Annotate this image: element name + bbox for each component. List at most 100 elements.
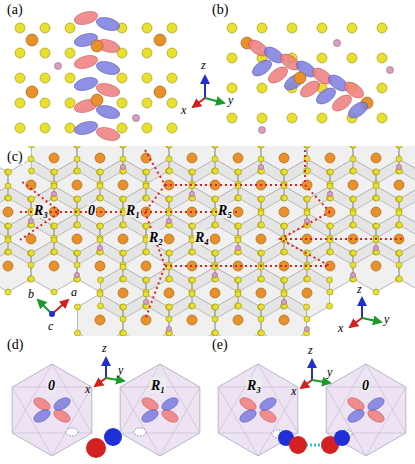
sulfur-atom [74, 330, 80, 336]
sulfur-atom [143, 277, 149, 283]
ligand-atom [373, 245, 378, 250]
p-orbital-negative [104, 428, 122, 446]
orbital-lobe-positive [73, 9, 99, 27]
sulfur-atom [15, 73, 25, 83]
sulfur-atom [212, 316, 218, 322]
p-orbital-negative [334, 430, 350, 446]
orbital-lobe-negative [366, 395, 387, 413]
octahedron-edge [52, 387, 92, 456]
sulfur-atom [15, 23, 25, 33]
sulfur-atom [373, 169, 379, 175]
sulfur-atom [143, 249, 149, 255]
sulfur-atom [227, 113, 237, 123]
sulfur-atom [51, 169, 57, 175]
sulfur-atom [373, 223, 379, 229]
sulfur-atom [40, 123, 50, 133]
axis-arrow [361, 298, 363, 318]
sulfur-atom [28, 156, 34, 162]
metal-atom [95, 153, 105, 163]
ligand-atom [51, 191, 56, 196]
orbital-lobe-negative [73, 119, 99, 137]
sulfur-atom [258, 196, 264, 202]
orbital-lobe-negative [73, 75, 99, 93]
octahedron-edge [12, 433, 92, 434]
sulfur-atom [143, 277, 149, 283]
sulfur-atom [189, 303, 195, 309]
axis-label: y [384, 313, 389, 326]
sulfur-atom [212, 330, 218, 336]
sulfur-atom [166, 276, 172, 282]
sulfur-atom [396, 156, 402, 162]
sulfur-atom [304, 146, 310, 148]
panel-label: (a) [6, 2, 24, 17]
sulfur-atom [15, 48, 25, 58]
metal-atom [164, 234, 174, 244]
sulfur-atom [120, 222, 126, 228]
octahedron-edge [366, 364, 406, 433]
sulfur-atom [5, 249, 11, 255]
sulfur-atom [258, 210, 264, 216]
metal-atom [233, 315, 243, 325]
octahedron [31, 240, 76, 292]
sulfur-atom [120, 276, 126, 282]
sulfur-atom [258, 276, 264, 282]
sulfur-atom [304, 196, 310, 202]
ligand-atom [235, 245, 240, 250]
octahedron-edge [326, 364, 366, 433]
octahedron-edge [218, 364, 258, 433]
octahedron-edge [366, 387, 406, 456]
axis-arrow [106, 378, 124, 381]
sulfur-atom [258, 222, 264, 228]
sulfur-atom [235, 195, 241, 201]
sulfur-atom [143, 223, 149, 229]
sulfur-atom [281, 223, 287, 229]
sulfur-atom [5, 183, 11, 189]
sulfur-atom [120, 316, 126, 322]
sulfur-atom [74, 146, 80, 148]
sulfur-atom [166, 168, 172, 174]
axis-label: c [48, 320, 53, 333]
sulfur-atom [97, 237, 103, 243]
exchange-path [306, 444, 322, 447]
sulfur-atom [120, 264, 126, 270]
octahedron [77, 294, 122, 336]
sulfur-atom [28, 250, 34, 256]
site-label: R₃ [33, 203, 49, 218]
panel-a [15, 9, 177, 143]
sulfur-atom [5, 169, 11, 175]
sulfur-atom [51, 237, 57, 243]
sulfur-atom [167, 98, 177, 108]
axis-label: y [327, 366, 332, 379]
sulfur-atom [28, 168, 34, 174]
metal-atom [154, 86, 166, 98]
sulfur-atom [317, 53, 327, 63]
sulfur-atom [166, 146, 172, 148]
ligand-atom [166, 218, 171, 223]
sulfur-atom [117, 98, 127, 108]
axis-label: a [71, 286, 77, 299]
sulfur-atom [327, 169, 333, 175]
metal-atom [141, 153, 151, 163]
bond-path [305, 150, 330, 212]
orbital-lobe-negative [32, 407, 53, 425]
sulfur-atom [97, 169, 103, 175]
bond-path [20, 180, 60, 240]
sulfur-atom [396, 222, 402, 228]
axis-label: x [85, 383, 90, 396]
sulfur-atom [281, 277, 287, 283]
metal-atom [302, 180, 312, 190]
metal-atom [233, 207, 243, 217]
sulfur-atom [28, 146, 34, 148]
octahedron [169, 294, 214, 336]
metal-atom [26, 86, 38, 98]
axis-triad [193, 76, 224, 107]
sulfur-atom [235, 169, 241, 175]
sulfur-atom [281, 277, 287, 283]
axis-arrow [205, 98, 224, 103]
sulfur-atom [350, 250, 356, 256]
sulfur-atom [258, 316, 264, 322]
sulfur-atom [257, 113, 267, 123]
sulfur-atom [317, 23, 327, 33]
sulfur-atom [350, 146, 356, 148]
